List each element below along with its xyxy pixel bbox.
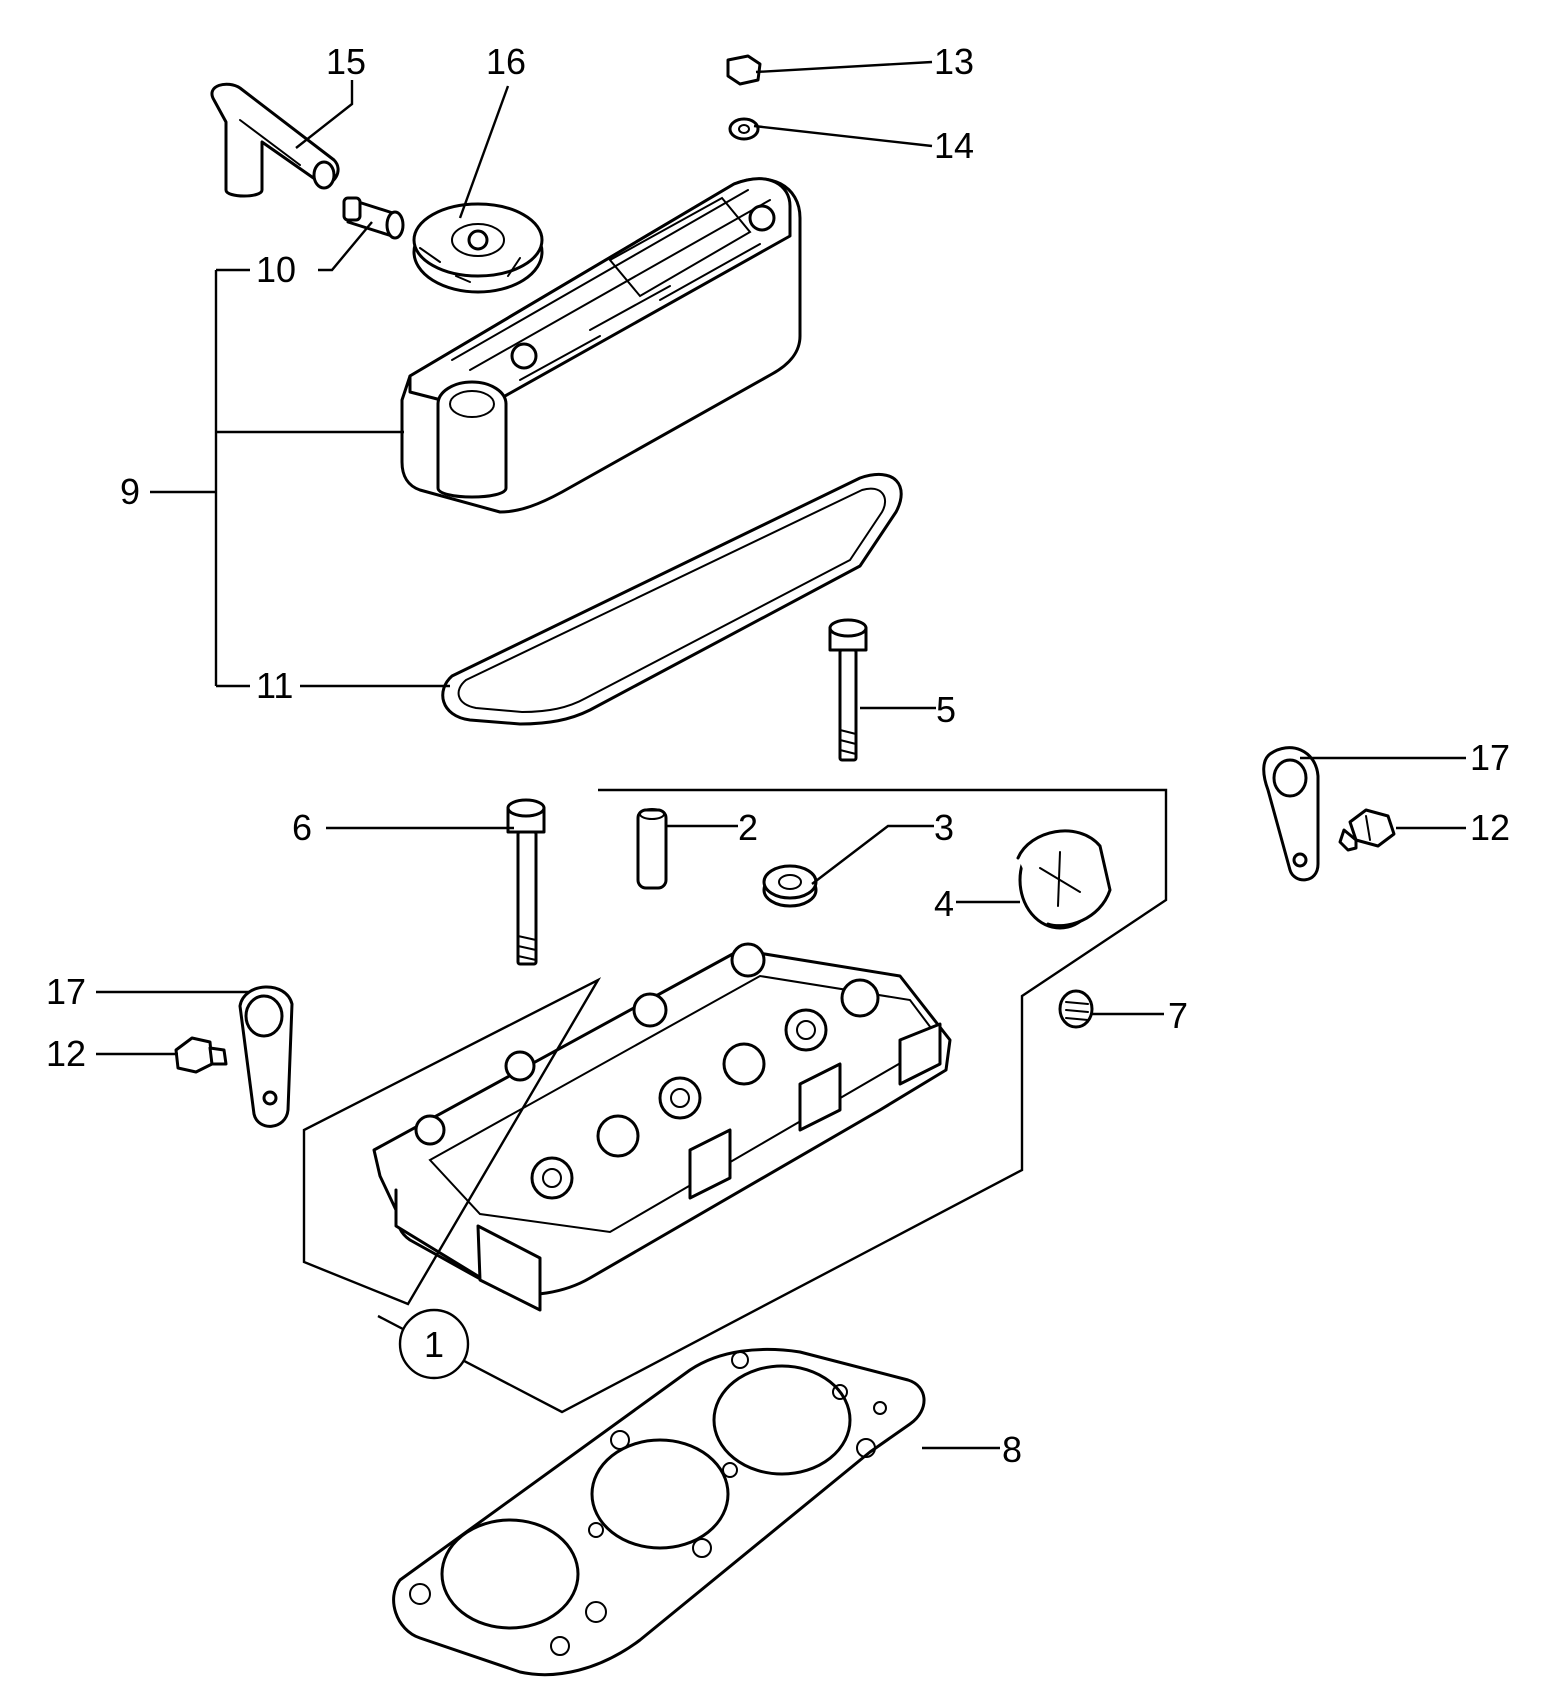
callout-3: 3 (934, 807, 954, 848)
expansion-plug (1016, 829, 1112, 930)
breather-hose (210, 82, 340, 198)
rocker-cover (400, 177, 802, 514)
callout-16: 16 (486, 41, 526, 82)
callout-17-left: 17 (46, 971, 86, 1012)
valve-seal (762, 864, 818, 908)
svg-text:1: 1 (424, 1324, 444, 1365)
callout-12-left: 12 (46, 1033, 86, 1074)
callout-9: 9 (120, 471, 140, 512)
cover-gasket (441, 472, 903, 726)
cylinder-head (372, 942, 952, 1312)
callout-2: 2 (738, 807, 758, 848)
callout-8: 8 (1002, 1429, 1022, 1470)
lifting-eye-left (238, 985, 294, 1128)
cap-nut (726, 54, 762, 86)
callout-14: 14 (934, 125, 974, 166)
leader-16 (458, 85, 510, 219)
callout-7: 7 (1168, 995, 1188, 1036)
leader-15 (295, 80, 354, 149)
washer-nut (728, 117, 760, 141)
head-bolt-long (828, 618, 868, 762)
leader-1-assembly-outline (302, 788, 1168, 1414)
leader-3 (811, 824, 934, 885)
bolt-left (174, 1036, 228, 1074)
head-gasket (392, 1347, 926, 1677)
small-plug (1058, 989, 1094, 1029)
callout-6: 6 (292, 807, 312, 848)
callout-4: 4 (934, 883, 954, 924)
valve-guide (636, 808, 668, 890)
callout-13: 13 (934, 41, 974, 82)
callout-17-right: 17 (1470, 737, 1510, 778)
leader-10 (318, 221, 373, 272)
leader-9-bracket (150, 268, 404, 688)
lifting-eye-right (1262, 746, 1320, 882)
leader-14 (753, 124, 933, 148)
bolt-right (1338, 808, 1396, 852)
callout-1: 1 (398, 1308, 470, 1380)
breather-fitting (342, 196, 405, 240)
callout-12-right: 12 (1470, 807, 1510, 848)
callout-5: 5 (936, 689, 956, 730)
callout-10: 10 (256, 249, 296, 290)
stud-long (506, 798, 546, 966)
leader-13 (755, 60, 933, 74)
callout-15: 15 (326, 41, 366, 82)
oil-filler-cap (412, 202, 544, 294)
callout-11: 11 (256, 665, 293, 706)
